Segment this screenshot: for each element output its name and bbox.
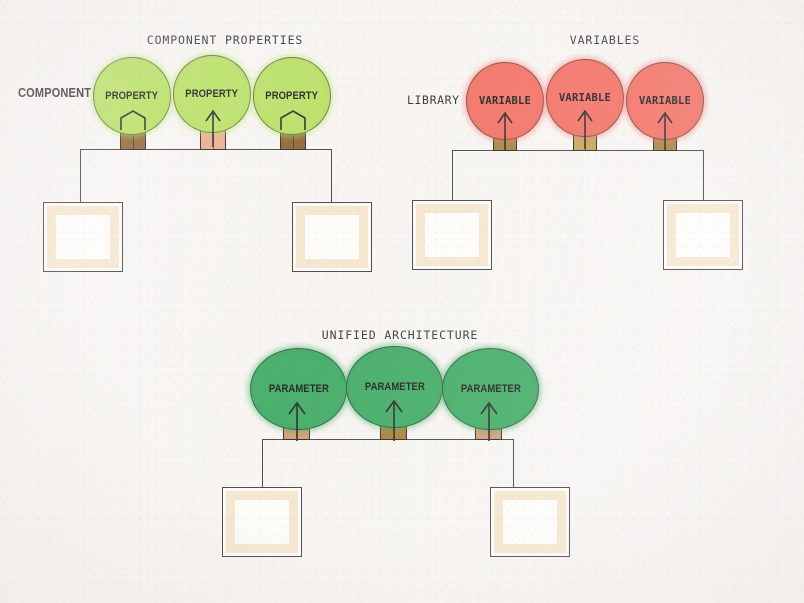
connector-component-properties: [80, 149, 332, 204]
side-label-library: LIBRARY: [407, 93, 460, 107]
connector-vertical-left: [80, 149, 81, 204]
node-box-inner: [296, 206, 368, 268]
node-box-inner: [416, 204, 488, 266]
node-box-inner: [494, 491, 566, 553]
node-box-inner: [667, 204, 739, 266]
canopy-parameter-3: PARAMETER: [440, 346, 541, 432]
group-title-component-properties: COMPONENT PROPERTIES: [146, 33, 304, 47]
group-title-unified-architecture: UNIFIED ARCHITECTURE: [321, 328, 479, 342]
node-box-left[interactable]: [222, 487, 302, 557]
canopy-variable-1: VARIABLE: [464, 60, 546, 142]
canopy-property-2: PROPERTY: [171, 53, 253, 135]
canopy-variable-3: VARIABLE: [624, 60, 706, 142]
node-box-left[interactable]: [43, 202, 123, 272]
canopy-parameter-1: PARAMETER: [248, 346, 349, 432]
canopy-parameter-2: PARAMETER: [344, 344, 445, 430]
group-component-properties: COMPONENT PROPERTIES COMPONENT PROPERTY …: [0, 0, 400, 300]
node-box-left[interactable]: [412, 200, 492, 270]
connector-vertical-left: [262, 439, 263, 489]
connector-vertical-right: [513, 439, 514, 489]
canopy-property-1: PROPERTY: [91, 55, 173, 137]
node-box-right[interactable]: [490, 487, 570, 557]
node-box-right[interactable]: [292, 202, 372, 272]
connector-unified-architecture: [262, 439, 514, 489]
group-unified-architecture: UNIFIED ARCHITECTURE PARAMETER PARAMETER: [190, 300, 610, 600]
connector-vertical-right: [703, 150, 704, 202]
connector-vertical-left: [452, 150, 453, 202]
connector-vertical-right: [331, 149, 332, 204]
node-box-inner: [47, 206, 119, 268]
side-label-component: COMPONENT: [18, 86, 92, 100]
connector-variables: [452, 150, 704, 202]
canopy-variable-2: VARIABLE: [544, 57, 626, 139]
canopy-property-3: PROPERTY: [251, 55, 333, 137]
node-box-inner: [226, 491, 298, 553]
group-variables: VARIABLES LIBRARY VARIABLE VARIABLE: [400, 0, 804, 300]
node-box-right[interactable]: [663, 200, 743, 270]
group-title-variables: VARIABLES: [569, 33, 641, 47]
